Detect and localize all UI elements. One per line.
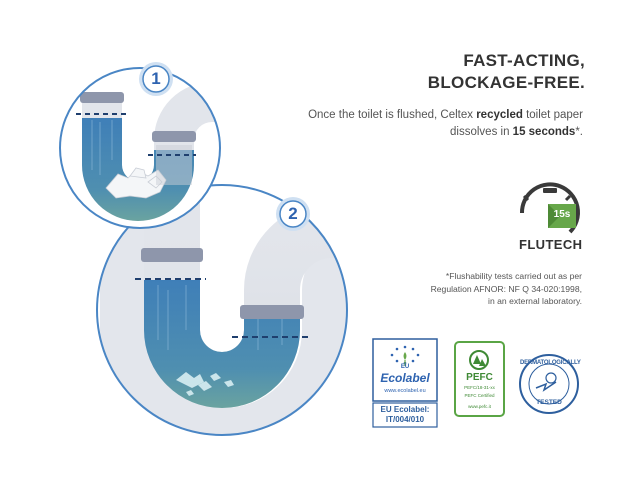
eu-ecolabel-logo — [372, 338, 438, 428]
pefc-certified: PEFC Certified — [464, 393, 495, 398]
flutech-timer-text: 15s — [553, 209, 571, 220]
ecolabel-caption-2: IT/004/010 — [385, 415, 425, 424]
step-2-circle — [96, 184, 348, 436]
ecolabel-eu-text: EU — [400, 364, 410, 370]
step-1-badge — [139, 62, 173, 96]
ecolabel-caption-1: EU Ecolabel: — [380, 405, 430, 414]
description-bold-recycled: recycled — [476, 109, 523, 121]
step-2-illustration — [96, 184, 348, 436]
pefc-name: PEFC — [466, 372, 493, 383]
step-2-number: 2 — [288, 204, 298, 223]
small-right-band — [152, 131, 196, 142]
derma-bottom-text: TESTED — [536, 399, 562, 406]
pefc-line: PEFC/18-31-xx — [464, 385, 495, 390]
footnote: *Flushability tests carried out as per R… — [352, 270, 582, 308]
small-left-band — [80, 92, 124, 103]
ecolabel-url: www.ecolabel.eu — [384, 388, 426, 394]
pefc-logo — [454, 341, 505, 417]
footnote-line-2: Regulation AFNOR: NF Q 34-020:1998, — [430, 283, 582, 294]
big-right-band — [240, 305, 304, 319]
dermatologically-tested-seal — [519, 354, 579, 414]
footnote-line-3: in an external laboratory. — [488, 296, 582, 306]
description-bold-time: 15 seconds — [512, 126, 576, 138]
ecolabel-name: Ecolabel — [380, 371, 430, 385]
footnote-line-1: *Flushability tests carried out as per — [445, 271, 582, 281]
flutech-stopwatch-icon — [519, 182, 580, 234]
step-1-number: 1 — [151, 69, 161, 88]
headline-line-2: BLOCKAGE-FREE. — [427, 73, 585, 92]
description-part-1: Once the toilet is flushed, Celtex — [308, 109, 477, 121]
description-part-2: toilet paper dissolves in — [450, 109, 583, 138]
big-left-band — [141, 248, 203, 262]
flutech-label: FLUTECH — [519, 237, 583, 252]
headline: FAST-ACTING, BLOCKAGE-FREE. — [428, 50, 585, 94]
description: Once the toilet is flushed, Celtex recyc… — [293, 107, 583, 141]
step-2-badge — [276, 197, 310, 231]
step-1-circle — [59, 67, 221, 229]
pefc-url: www.pefc.it — [468, 404, 491, 409]
description-part-3: *. — [575, 126, 583, 138]
step-1-illustration — [59, 67, 221, 229]
headline-line-1: FAST-ACTING, — [463, 51, 585, 70]
derma-top-text: DERMATOLOGICALLY — [520, 360, 581, 366]
